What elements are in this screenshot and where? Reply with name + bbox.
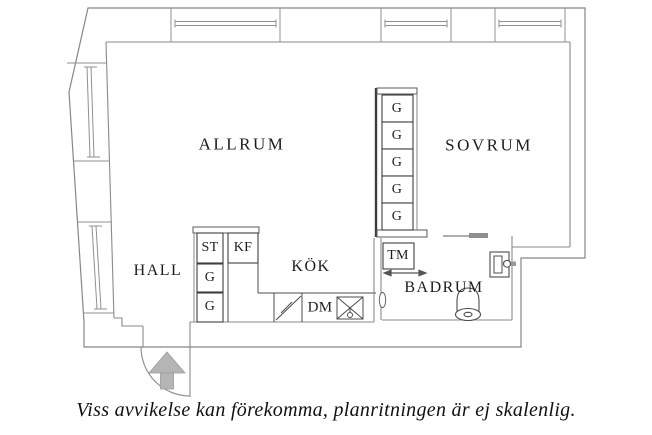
window-left-2 — [77, 221, 114, 314]
window-top-3 — [494, 8, 566, 42]
interior-wall-lines — [105, 41, 571, 347]
entry-door — [140, 322, 191, 397]
window-left-1 — [67, 62, 110, 162]
closet-label-kf: KF — [233, 240, 253, 255]
closet-label-g-hall-1: G — [204, 270, 216, 285]
room-label-badrum: BADRUM — [404, 279, 484, 296]
closet-label-g-1: G — [391, 101, 403, 116]
appliance-label-tm: TM — [387, 248, 409, 263]
room-label-hall: HALL — [133, 262, 183, 279]
kitchen-counter — [227, 263, 376, 322]
window-top-2 — [380, 8, 452, 42]
closet-label-st: ST — [201, 240, 219, 255]
entry-arrow-icon — [148, 351, 186, 390]
disclaimer-caption: Viss avvikelse kan förekomma, planritnin… — [76, 399, 576, 421]
closet-label-g-4: G — [391, 182, 403, 197]
bedroom-wardrobe-column — [374, 87, 428, 238]
toilet-icon — [454, 287, 482, 322]
room-label-sovrum: SOVRUM — [445, 135, 533, 155]
double-arrow — [382, 269, 428, 277]
closet-label-g-2: G — [391, 128, 403, 143]
kitchen-sink-icon — [336, 296, 364, 320]
stove-icon — [275, 295, 302, 321]
room-label-allrum: ALLRUM — [198, 134, 286, 154]
hall-closet-and-fridge — [192, 226, 260, 323]
room-label-kok: KÖK — [291, 258, 331, 275]
wall-fixture-oval — [378, 292, 387, 308]
closet-label-g-hall-2: G — [204, 299, 216, 314]
closet-label-g-5: G — [391, 209, 403, 224]
exterior-wall-outline — [68, 7, 586, 348]
appliance-label-dm: DM — [307, 299, 333, 316]
bathroom-sliding-door — [443, 233, 488, 238]
window-top-1 — [170, 8, 281, 42]
washing-machine-box — [382, 242, 415, 270]
bathroom-sink-icon — [489, 251, 516, 278]
closet-label-g-3: G — [391, 155, 403, 170]
